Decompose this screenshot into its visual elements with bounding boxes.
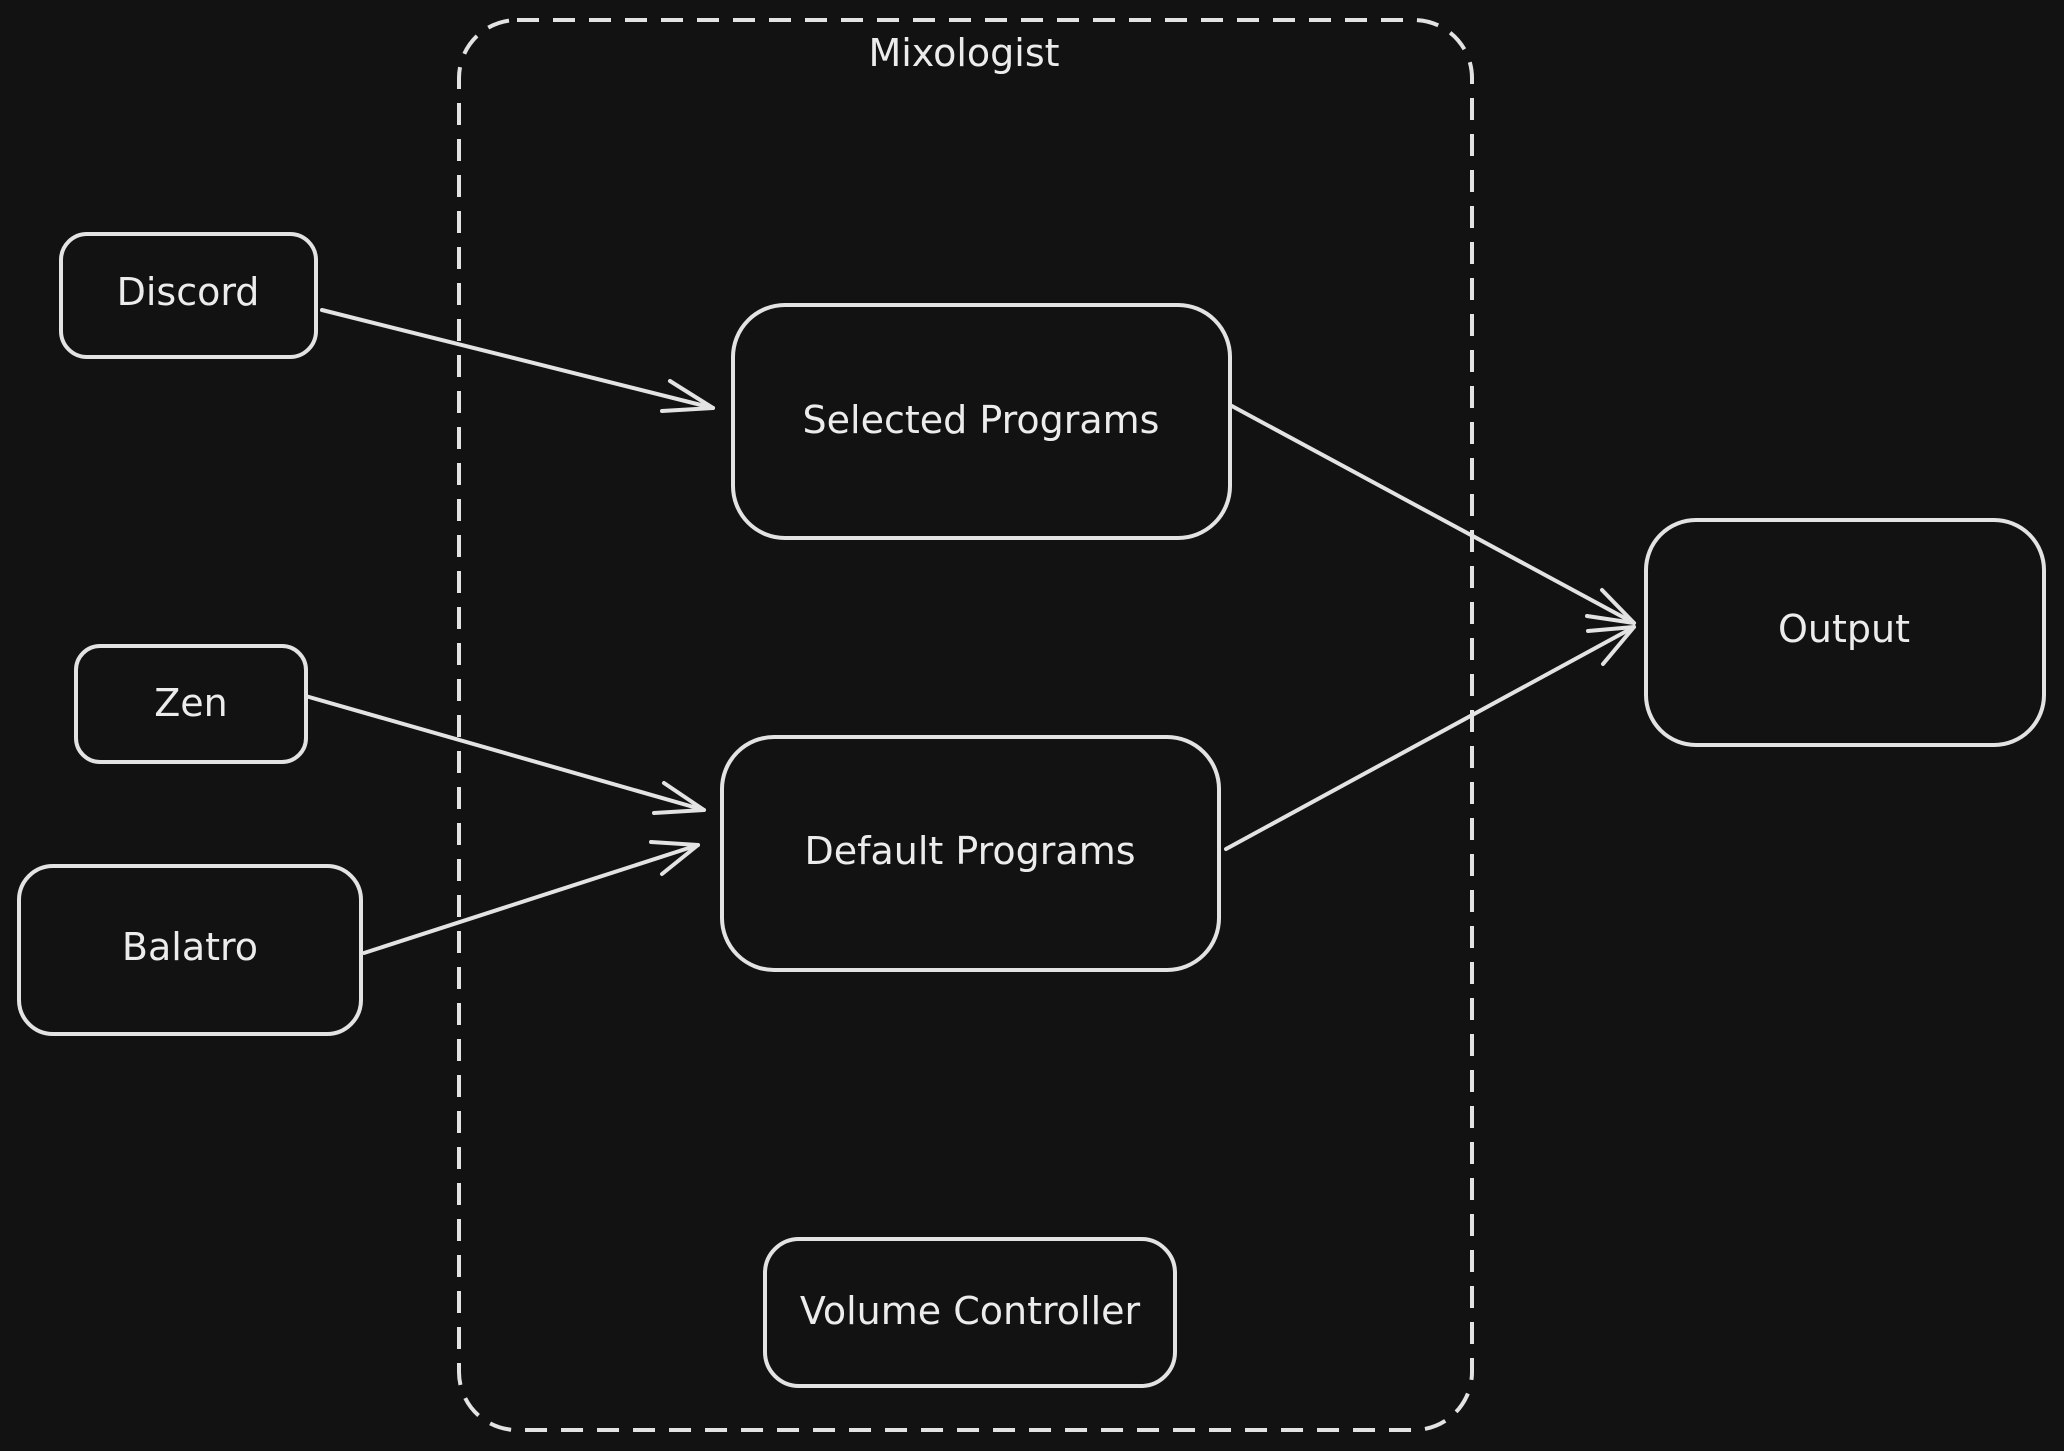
node-discord[interactable]: Discord bbox=[59, 232, 318, 359]
node-volume-controller-box bbox=[763, 1237, 1177, 1388]
node-balatro[interactable]: Balatro bbox=[17, 864, 363, 1036]
node-discord-label: Discord bbox=[117, 270, 260, 314]
group-mixologist-border bbox=[457, 18, 1474, 1432]
node-default-programs-label: Default Programs bbox=[804, 829, 1135, 873]
node-zen-box bbox=[74, 644, 308, 764]
group-mixologist-label: Mixologist bbox=[868, 31, 1059, 75]
node-discord-box bbox=[59, 232, 318, 359]
node-output[interactable]: Output bbox=[1644, 518, 2046, 747]
edge-selected-programs-to-output bbox=[1228, 403, 1636, 625]
node-balatro-box bbox=[17, 864, 363, 1036]
edges bbox=[300, 308, 1636, 955]
node-volume-controller-label: Volume Controller bbox=[800, 1289, 1141, 1333]
group-mixologist: Mixologist bbox=[457, 18, 1474, 1432]
node-output-box bbox=[1644, 518, 2046, 747]
node-output-label: Output bbox=[1778, 607, 1910, 651]
node-balatro-label: Balatro bbox=[122, 925, 258, 969]
edge-zen-to-default-programs bbox=[300, 693, 706, 815]
edge-discord-to-selected-programs bbox=[320, 308, 715, 413]
node-default-programs[interactable]: Default Programs bbox=[720, 735, 1221, 972]
node-selected-programs[interactable]: Selected Programs bbox=[731, 303, 1232, 540]
node-volume-controller[interactable]: Volume Controller bbox=[763, 1237, 1177, 1388]
node-zen[interactable]: Zen bbox=[74, 644, 308, 764]
node-default-programs-box bbox=[720, 735, 1221, 972]
node-selected-programs-box bbox=[731, 303, 1232, 540]
edge-balatro-to-default-programs bbox=[362, 840, 700, 955]
node-selected-programs-label: Selected Programs bbox=[803, 398, 1160, 442]
node-zen-label: Zen bbox=[154, 681, 228, 725]
edge-default-programs-to-output bbox=[1224, 625, 1636, 851]
